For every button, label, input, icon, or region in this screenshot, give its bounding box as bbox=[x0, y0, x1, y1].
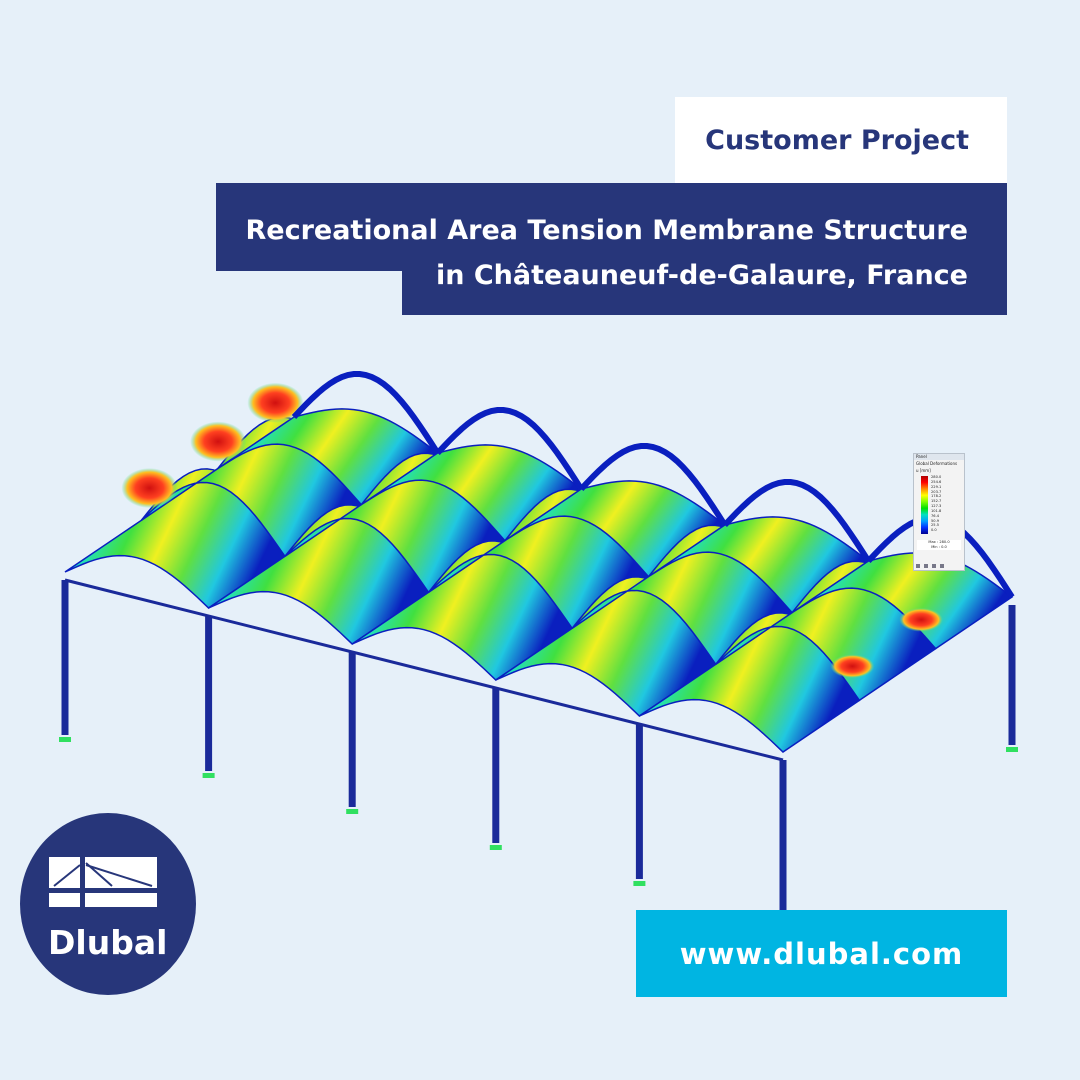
arch-edge bbox=[291, 371, 441, 455]
support bbox=[202, 773, 215, 778]
color-scale bbox=[921, 476, 928, 534]
arch-edge bbox=[435, 407, 584, 491]
color-icon[interactable] bbox=[916, 564, 920, 568]
website-link[interactable]: www.dlubal.com bbox=[636, 910, 1007, 997]
result-unit: u [mm] bbox=[916, 468, 931, 473]
max-deformation-zone bbox=[899, 607, 944, 632]
title-background bbox=[216, 183, 1007, 271]
scale-icon[interactable] bbox=[932, 564, 936, 568]
max-deformation-zone bbox=[121, 468, 178, 509]
scale-value: 229.1 bbox=[931, 484, 942, 489]
arch-edge bbox=[579, 443, 728, 527]
max-deformation-zone bbox=[830, 654, 875, 679]
scale-value: 101.8 bbox=[931, 508, 942, 513]
scale-value: 280.0 bbox=[931, 475, 942, 479]
max-label: Max : bbox=[928, 540, 939, 544]
scale-value: 152.7 bbox=[931, 499, 942, 504]
customer-project-label: Customer Project bbox=[675, 97, 1007, 183]
support bbox=[633, 881, 646, 886]
max-min: Max : 280.0 Min : 0.0 bbox=[917, 540, 961, 550]
panel-title: Panel bbox=[914, 454, 964, 460]
scale-value: 25.5 bbox=[931, 523, 940, 528]
logo-text: Dlubal bbox=[48, 923, 168, 962]
support bbox=[1006, 747, 1018, 752]
support bbox=[346, 809, 359, 814]
bridge-icon bbox=[49, 857, 157, 909]
max-deformation-zone bbox=[247, 382, 304, 423]
title-background-2 bbox=[402, 270, 1007, 315]
scale-value: 0.0 bbox=[931, 528, 937, 533]
dlubal-logo: Dlubal bbox=[20, 813, 196, 995]
support bbox=[489, 845, 502, 850]
project-title: Recreational Area Tension Membrane Struc… bbox=[208, 208, 968, 298]
legend-icon[interactable] bbox=[940, 564, 944, 568]
support bbox=[59, 737, 71, 742]
max-deformation-zone bbox=[190, 421, 247, 462]
result-type: Global Deformations bbox=[916, 461, 958, 466]
print-icon[interactable] bbox=[924, 564, 928, 568]
scale-value: 76.4 bbox=[931, 513, 940, 518]
scale-value: 178.2 bbox=[931, 494, 942, 499]
scale-value: 50.9 bbox=[931, 518, 940, 523]
scale-value: 203.7 bbox=[931, 489, 942, 494]
panel-toolbar bbox=[916, 564, 944, 568]
max-value: 280.0 bbox=[939, 540, 950, 544]
min-value: 0.0 bbox=[941, 545, 947, 549]
scale-value: 254.6 bbox=[931, 479, 942, 484]
front-beam bbox=[64, 578, 784, 762]
arch-edge bbox=[722, 479, 871, 563]
project-title-line-1: Recreational Area Tension Membrane Struc… bbox=[245, 215, 968, 246]
project-title-line-2: in Châteauneuf-de-Galaure, France bbox=[435, 260, 968, 291]
scale-value: 127.3 bbox=[931, 504, 942, 509]
min-label: Min : bbox=[931, 545, 940, 549]
